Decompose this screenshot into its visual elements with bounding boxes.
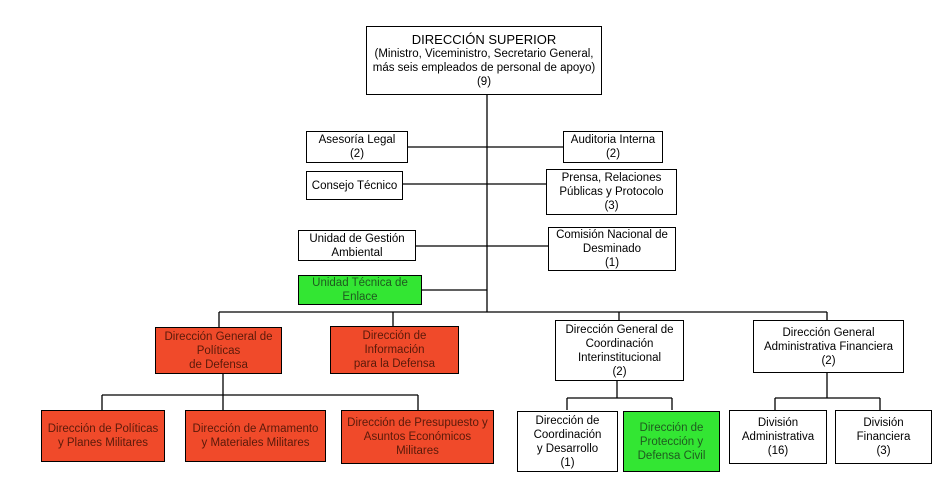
node-label-line: Asesoría Legal — [318, 134, 396, 146]
node-label-line: Dirección de Armamento — [192, 423, 319, 435]
node-desminado: Comisión Nacional de Desminado (1) — [548, 227, 676, 271]
node-label-line: Dirección de — [362, 330, 427, 342]
node-label-line: Auditoria Interna — [570, 134, 656, 146]
node-dir-armamento: Dirección de Armamento y Materiales Milit… — [185, 410, 326, 462]
node-label-line: Coordinación — [585, 337, 654, 350]
node-label-line: Prensa, Relaciones — [561, 172, 662, 184]
node-label-line: Administrativa — [741, 431, 815, 443]
node-label-line: División — [757, 417, 799, 429]
node-dir-informacion: Dirección de Información para la Defensa — [330, 326, 459, 374]
node-label-line: más seis empleados de personal de apoyo) — [372, 61, 596, 74]
node-direccion-superior: DIRECCIÓN SUPERIOR(Ministro, Viceministr… — [366, 26, 602, 95]
node-label-line: Dirección General de — [164, 330, 273, 343]
node-label-line: División — [863, 417, 904, 429]
node-label-line: Protección y — [639, 435, 704, 448]
node-label-line: Dirección General — [782, 326, 875, 339]
node-label-line: (1) — [604, 257, 620, 269]
node-label-line: Unidad de Gestión — [309, 232, 405, 245]
node-label-line: (2) — [349, 148, 365, 160]
node-label-line: Públicas y Protocolo — [559, 186, 664, 198]
node-asesoria-legal: Asesoría Legal (2) — [306, 131, 408, 163]
node-label-line: (3) — [876, 445, 891, 457]
node-label-line: Dirección de Presupuesto y — [347, 417, 488, 429]
node-label-line: Consejo Técnico — [311, 179, 398, 192]
node-dir-politicas-planes: Dirección de Políticas y Planes Militares — [41, 410, 165, 462]
node-label-line: Desminado — [582, 243, 642, 255]
node-label-line: (1) — [560, 456, 575, 469]
node-label-line: (Ministro, Viceministro, Secretario Gene… — [374, 47, 594, 60]
node-auditoria-interna: Auditoria Interna (2) — [563, 131, 663, 163]
node-label-line: (2) — [612, 365, 627, 378]
node-label-line: Enlace — [342, 291, 378, 303]
node-label-line: Información — [364, 344, 425, 356]
node-label-line: y Desarrollo — [536, 442, 599, 455]
node-label-line: Administrativa Financiera — [763, 340, 894, 353]
node-label-line: Interinstitucional — [577, 351, 662, 364]
node-dir-presupuesto: Dirección de Presupuesto y Asuntos Económ… — [341, 410, 494, 464]
node-label-line: de Defensa — [189, 358, 248, 371]
node-label-line: (2) — [605, 148, 621, 160]
node-label-line: y Planes Militares — [57, 437, 149, 449]
node-label-line: (3) — [604, 200, 619, 212]
node-label-line: Asuntos Económicos — [363, 431, 472, 443]
node-tecnica-enlace: Unidad Técnica de Enlace — [298, 275, 422, 305]
node-consejo-tecnico: Consejo Técnico — [306, 171, 403, 200]
node-label-line: Dirección General de — [565, 323, 674, 336]
node-label-line: Militares — [396, 445, 439, 457]
node-label-line: (16) — [767, 445, 789, 457]
node-label-line: Financiera — [856, 431, 911, 443]
node-label-line: para la Defensa — [353, 358, 436, 370]
node-label-line: Dirección de — [639, 421, 704, 434]
node-label-line: (2) — [821, 354, 836, 367]
node-label-line: Unidad Técnica de — [312, 277, 408, 289]
node-label-line: Políticas — [196, 344, 241, 357]
node-label-line: Dirección de — [535, 414, 600, 427]
node-label-line: Dirección de Políticas — [47, 423, 159, 435]
node-label-line: Ambiental — [331, 246, 383, 259]
node-label-line: DIRECCIÓN SUPERIOR — [411, 31, 557, 47]
node-label-line: Coordinación — [533, 428, 602, 441]
node-label-line: Defensa Civil — [637, 449, 706, 462]
node-label-line: (9) — [476, 75, 492, 88]
node-label-line: y Materiales Militares — [201, 437, 310, 449]
node-label-line: Comisión Nacional de — [556, 229, 668, 241]
